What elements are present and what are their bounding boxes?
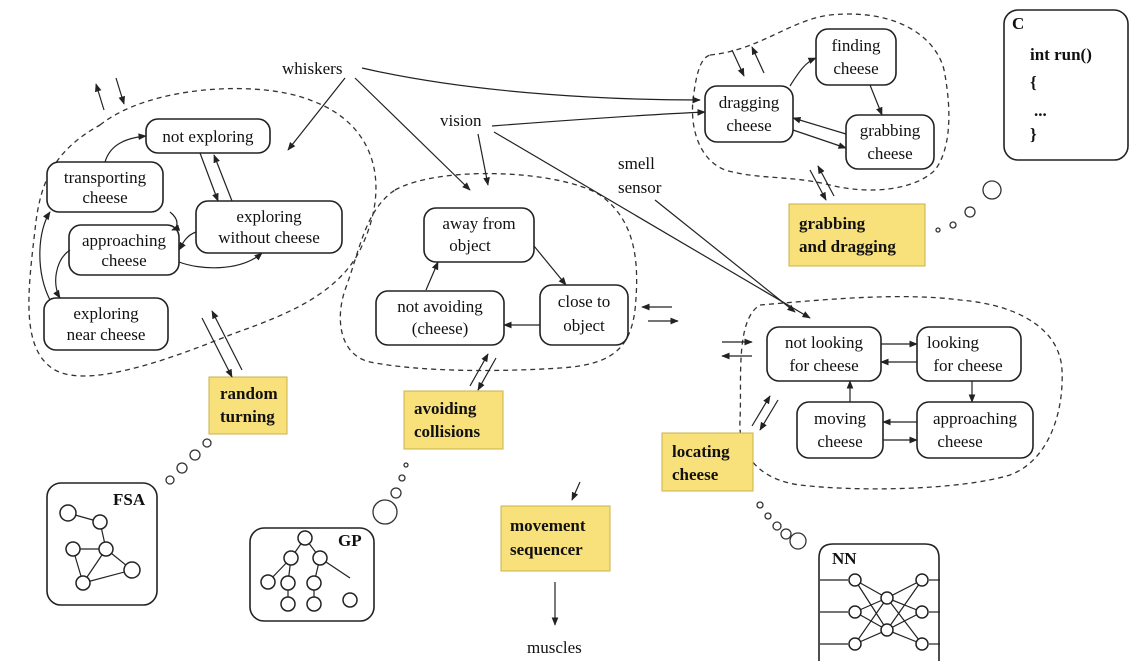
state-dragging-cheese: dragging cheese bbox=[704, 85, 794, 143]
svg-text:}: } bbox=[1030, 125, 1037, 144]
state-not-exploring: not exploring bbox=[145, 118, 271, 154]
behavior-random-turning: random turning bbox=[208, 376, 288, 435]
state-not-avoiding-cheese: not avoiding (cheese) bbox=[375, 290, 505, 346]
svg-text:cheese: cheese bbox=[101, 251, 146, 270]
svg-text:cheese: cheese bbox=[726, 116, 771, 135]
behavior-links bbox=[95, 46, 835, 431]
input-smell-sensor-line2: sensor bbox=[618, 178, 662, 197]
svg-text:away from: away from bbox=[442, 214, 515, 233]
svg-text:cheese: cheese bbox=[672, 465, 719, 484]
svg-text:near cheese: near cheese bbox=[67, 325, 146, 344]
state-grabbing-cheese: grabbing cheese bbox=[845, 114, 935, 170]
dot-trails bbox=[165, 180, 1002, 550]
behavior-grabbing-and-dragging: grabbing and dragging bbox=[788, 203, 926, 267]
avoid-group-outline bbox=[339, 172, 638, 372]
svg-text:cheese: cheese bbox=[937, 432, 982, 451]
svg-text:approaching: approaching bbox=[933, 409, 1018, 428]
input-smell-sensor-line1: smell bbox=[618, 154, 655, 173]
svg-text:movement: movement bbox=[510, 516, 586, 535]
nn-network-icon bbox=[820, 573, 940, 651]
locate-group-transitions bbox=[846, 340, 976, 444]
state-away-from-object: away from object bbox=[423, 207, 535, 263]
state-approaching-cheese: approaching cheese bbox=[68, 224, 180, 276]
svg-text:GP: GP bbox=[338, 531, 362, 550]
gp-panel: GP bbox=[249, 527, 375, 622]
sensor-arrows bbox=[287, 67, 811, 626]
avoid-group-transitions bbox=[425, 245, 567, 329]
svg-text:...: ... bbox=[1034, 101, 1047, 120]
svg-text:transporting: transporting bbox=[64, 168, 147, 187]
fsa-graph-icon bbox=[59, 504, 141, 591]
state-moving-cheese: moving cheese bbox=[796, 401, 884, 459]
state-approaching-cheese-locate: approaching cheese bbox=[916, 401, 1034, 459]
state-not-looking-for-cheese: not looking for cheese bbox=[766, 326, 882, 382]
state-looking-for-cheese: looking for cheese bbox=[916, 326, 1022, 382]
fsa-panel: FSA bbox=[46, 482, 158, 606]
fsa-group-transitions bbox=[39, 133, 263, 301]
fsa-group-outline bbox=[28, 87, 377, 377]
svg-text:sequencer: sequencer bbox=[510, 540, 583, 559]
svg-text:grabbing: grabbing bbox=[860, 121, 921, 140]
svg-text:(cheese): (cheese) bbox=[412, 319, 469, 338]
svg-text:int run(): int run() bbox=[1030, 45, 1092, 64]
c-code-panel: C int run() { ... } bbox=[1003, 9, 1129, 161]
state-exploring-without-cheese: exploring without cheese bbox=[195, 200, 343, 254]
grab-group-transitions bbox=[789, 57, 883, 149]
behavior-avoiding-collisions: avoiding collisions bbox=[403, 390, 504, 450]
svg-text:dragging: dragging bbox=[719, 93, 780, 112]
grab-group-outline bbox=[691, 13, 950, 191]
svg-text:NN: NN bbox=[832, 549, 857, 568]
output-muscles: muscles bbox=[527, 638, 582, 657]
svg-text:not looking: not looking bbox=[785, 333, 863, 352]
svg-text:exploring: exploring bbox=[73, 304, 139, 323]
svg-text:not avoiding: not avoiding bbox=[397, 297, 483, 316]
svg-text:C: C bbox=[1012, 14, 1024, 33]
input-whiskers: whiskers bbox=[282, 59, 342, 78]
svg-text:finding: finding bbox=[831, 36, 881, 55]
svg-text:and dragging: and dragging bbox=[799, 237, 896, 256]
svg-text:approaching: approaching bbox=[82, 231, 167, 250]
svg-text:cheese: cheese bbox=[82, 188, 127, 207]
state-close-to-object: close to object bbox=[539, 284, 629, 346]
svg-text:turning: turning bbox=[220, 407, 275, 426]
svg-text:object: object bbox=[563, 316, 605, 335]
svg-text:FSA: FSA bbox=[113, 490, 146, 509]
svg-text:grabbing: grabbing bbox=[799, 214, 866, 233]
svg-text:locating: locating bbox=[672, 442, 730, 461]
svg-text:cheese: cheese bbox=[817, 432, 862, 451]
input-vision: vision bbox=[440, 111, 482, 130]
svg-text:avoiding: avoiding bbox=[414, 399, 477, 418]
state-transporting-cheese: transporting cheese bbox=[46, 161, 164, 213]
behavior-locating-cheese: locating cheese bbox=[661, 432, 754, 492]
svg-text:for cheese: for cheese bbox=[933, 356, 1002, 375]
svg-text:moving: moving bbox=[814, 409, 866, 428]
svg-text:without cheese: without cheese bbox=[218, 228, 320, 247]
svg-text:collisions: collisions bbox=[414, 422, 481, 441]
nn-panel: NN bbox=[818, 543, 940, 661]
svg-text:cheese: cheese bbox=[833, 59, 878, 78]
svg-text:for cheese: for cheese bbox=[789, 356, 858, 375]
svg-text:not exploring: not exploring bbox=[162, 127, 254, 146]
svg-text:close to: close to bbox=[558, 292, 610, 311]
state-exploring-near-cheese: exploring near cheese bbox=[43, 297, 169, 351]
svg-text:{: { bbox=[1030, 73, 1037, 92]
svg-text:exploring: exploring bbox=[236, 207, 302, 226]
svg-text:looking: looking bbox=[927, 333, 979, 352]
gp-tree-icon bbox=[260, 530, 358, 612]
behavior-movement-sequencer: movement sequencer bbox=[500, 505, 611, 572]
svg-text:random: random bbox=[220, 384, 278, 403]
svg-text:object: object bbox=[449, 236, 491, 255]
state-finding-cheese: finding cheese bbox=[815, 28, 897, 86]
locate-group-outline bbox=[739, 295, 1063, 490]
svg-text:cheese: cheese bbox=[867, 144, 912, 163]
